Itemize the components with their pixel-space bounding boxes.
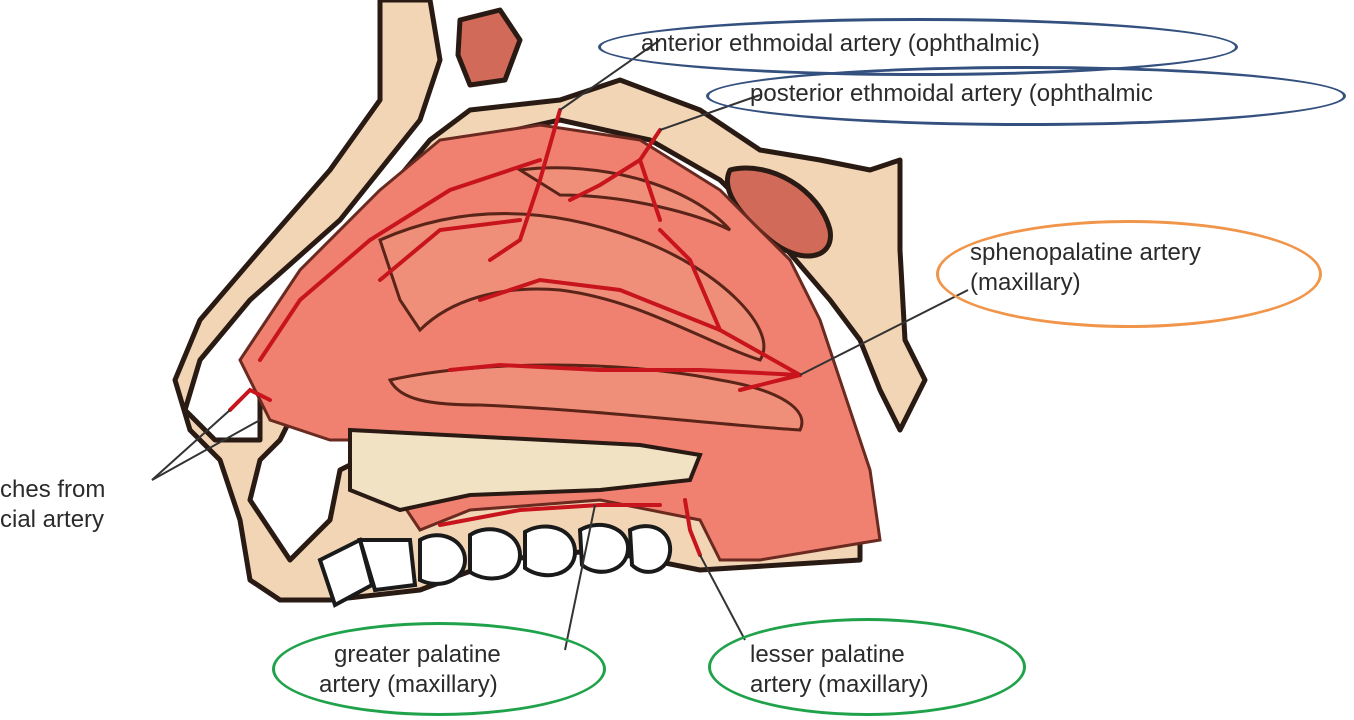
tooth — [525, 526, 575, 575]
label-facial: ches from cial artery — [0, 475, 105, 535]
frontal-sinus — [458, 10, 520, 85]
tooth — [470, 529, 520, 578]
label-anterior-ethmoidal: anterior ethmoidal artery (ophthalmic) — [641, 29, 1040, 59]
label-posterior-ethmoidal: posterior ethmoidal artery (ophthalmic — [750, 79, 1153, 109]
label-greater-palatine: greater palatine artery (maxillary) — [316, 640, 501, 700]
label-sphenopalatine: sphenopalatine artery (maxillary) — [970, 238, 1201, 298]
tooth — [420, 535, 465, 584]
label-lesser-palatine: lesser palatine artery (maxillary) — [750, 640, 929, 700]
tooth — [630, 526, 670, 572]
tooth — [580, 525, 628, 572]
